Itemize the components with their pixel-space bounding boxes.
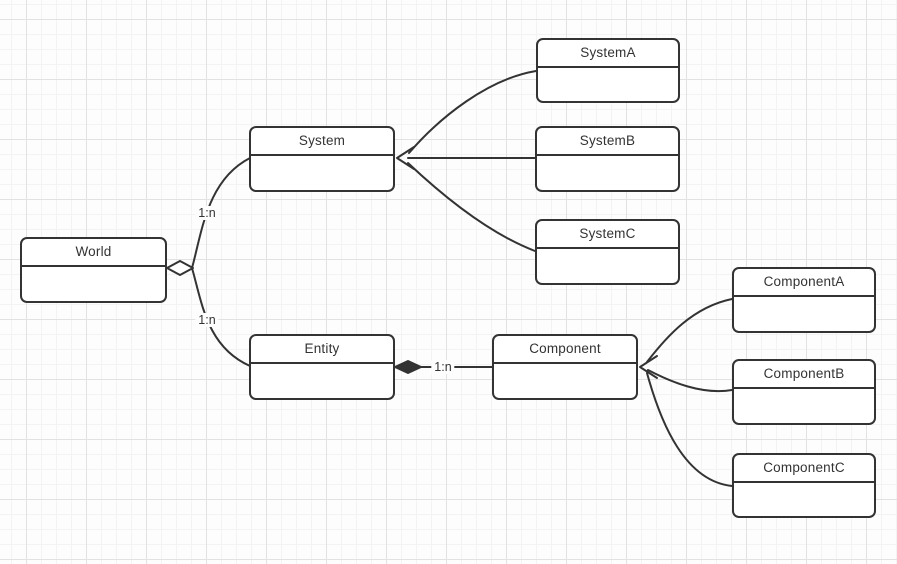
node-componentc[interactable]: ComponentC [732, 453, 876, 518]
node-componenta-body [734, 297, 874, 331]
node-systemb[interactable]: SystemB [535, 126, 680, 192]
node-systemc[interactable]: SystemC [535, 219, 680, 285]
edge-systemc-system[interactable] [407, 162, 536, 252]
node-systemb-title: SystemB [537, 128, 678, 156]
node-entity[interactable]: Entity [249, 334, 395, 400]
edge-systema-system[interactable] [408, 70, 537, 154]
node-componenta-title: ComponentA [734, 269, 874, 297]
node-componentc-body [734, 483, 874, 516]
node-component[interactable]: Component [492, 334, 638, 400]
node-componentc-title: ComponentC [734, 455, 874, 483]
node-system-body [251, 156, 393, 190]
node-systemb-body [537, 156, 678, 190]
edge-label-entity-component: 1:n [431, 360, 455, 374]
node-componentb[interactable]: ComponentB [732, 359, 876, 425]
node-component-body [494, 364, 636, 398]
aggregation-diamond-icon [166, 260, 194, 276]
arrowhead-component-icon [639, 355, 658, 379]
composition-diamond-icon [394, 360, 422, 374]
node-world[interactable]: World [20, 237, 167, 303]
node-component-title: Component [494, 336, 636, 364]
node-world-body [22, 267, 165, 301]
node-systema-body [538, 68, 678, 101]
node-componenta[interactable]: ComponentA [732, 267, 876, 333]
node-systemc-title: SystemC [537, 221, 678, 249]
node-systema-title: SystemA [538, 40, 678, 68]
node-world-title: World [22, 239, 165, 267]
arrowhead-system-icon [396, 146, 415, 170]
node-componentb-title: ComponentB [734, 361, 874, 389]
edge-componenta-component[interactable] [646, 298, 733, 363]
node-entity-body [251, 364, 393, 398]
edge-label-world-entity: 1:n [195, 313, 219, 327]
node-entity-title: Entity [251, 336, 393, 364]
edge-label-world-system: 1:n [195, 206, 219, 220]
node-system[interactable]: System [249, 126, 395, 192]
edge-componentb-component[interactable] [647, 369, 733, 392]
node-systema[interactable]: SystemA [536, 38, 680, 103]
edge-componentc-component[interactable] [646, 372, 733, 487]
node-systemc-body [537, 249, 678, 283]
node-system-title: System [251, 128, 393, 156]
node-componentb-body [734, 389, 874, 423]
